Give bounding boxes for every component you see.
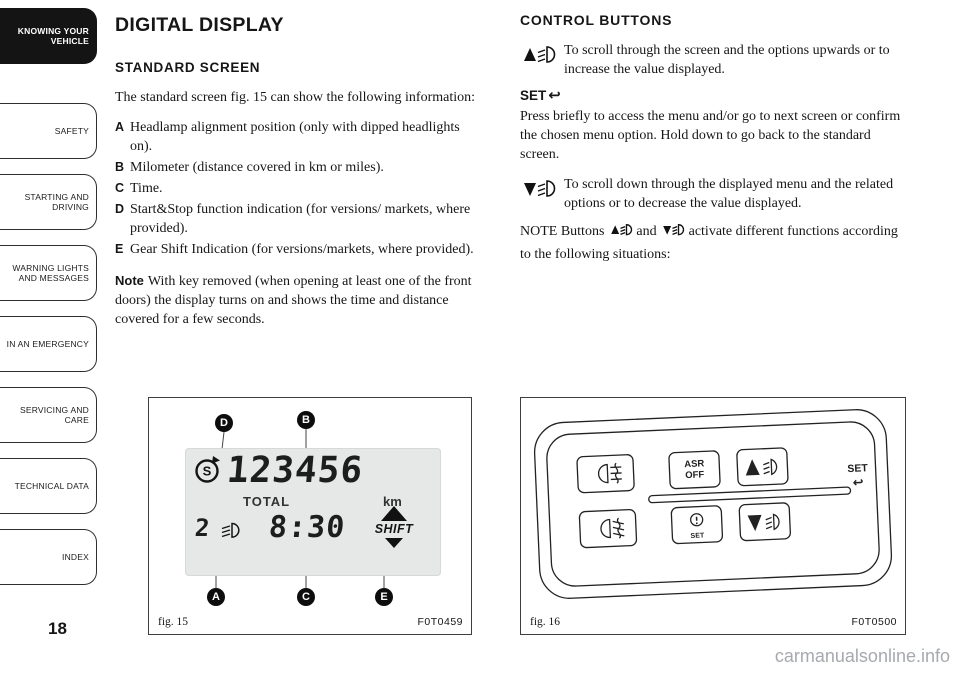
right-column: CONTROL BUTTONS To scroll through the sc…: [520, 12, 912, 264]
sidebar-item-safety: SAFETY: [0, 103, 97, 159]
scroll-up-icon: [520, 43, 556, 72]
figure-16: ASR OFF: [520, 397, 906, 635]
list-item-key: B: [115, 160, 125, 174]
list-item: A Headlamp alignment position (only with …: [115, 118, 478, 156]
site-watermark: carmanualsonline.info: [774, 646, 950, 666]
headlamp-down-button: [738, 502, 791, 542]
return-arrow-icon: ↩: [852, 475, 864, 490]
shift-label: SHIFT: [374, 522, 414, 536]
callout-b: B: [297, 411, 315, 429]
list-item-key: A: [115, 120, 125, 134]
total-label: TOTAL: [243, 494, 291, 509]
scroll-up-description: To scroll through the screen and the opt…: [520, 41, 912, 79]
set-heading: SET ↩: [520, 86, 912, 104]
scroll-down-description: To scroll down through the displayed men…: [520, 175, 912, 213]
sidebar-item-index: INDEX: [0, 529, 97, 585]
figure-15-caption: fig. 15: [158, 616, 189, 628]
list-item: C Time.: [115, 179, 478, 198]
sidebar-item-warning-lights: WARNING LIGHTS AND MESSAGES: [0, 245, 97, 301]
scroll-up-text: To scroll through the screen and the opt…: [564, 43, 890, 77]
note-line: NOTE Buttons and activate different func…: [520, 222, 912, 264]
list-item-text: Headlamp alignment position (only with d…: [130, 120, 460, 154]
list-item-key: C: [115, 181, 125, 195]
note-line-and: and: [636, 224, 657, 239]
svg-text:ASR: ASR: [684, 458, 705, 470]
shift-up-arrow-icon: [381, 506, 407, 521]
callout-e: E: [375, 588, 393, 606]
note-line-prefix: NOTE Buttons: [520, 224, 605, 239]
control-panel-outline: [533, 409, 893, 599]
dipped-beam-icon: [221, 522, 240, 538]
note-text: With key removed (when opening at least …: [115, 274, 472, 327]
figure-15-code: F0T0459: [417, 616, 463, 628]
page-number: 18: [48, 619, 67, 638]
left-column: DIGITAL DISPLAY STANDARD SCREEN The stan…: [115, 14, 478, 340]
front-fog-light-button: [578, 509, 638, 549]
list-item-key: E: [115, 242, 124, 256]
list-item-text: Gear Shift Indication (for versions/mark…: [130, 242, 474, 257]
svg-text:OFF: OFF: [685, 469, 705, 481]
note-line-suffix: activate different functions according t…: [520, 224, 898, 262]
scroll-down-text: To scroll down through the displayed men…: [564, 177, 894, 211]
sidebar-item-starting-and-driving: STARTING AND DRIVING: [0, 174, 97, 230]
figure-16-code: F0T0500: [851, 616, 897, 628]
set-rocker-slot: [648, 486, 852, 504]
gear-shift-indicator: SHIFT: [363, 506, 425, 548]
scroll-down-icon: [520, 177, 556, 206]
sidebar-item-in-an-emergency: IN AN EMERGENCY: [0, 316, 97, 372]
figure-15: S 123456 TOTAL km 2 8:30 SHIFT D B A C E…: [148, 397, 472, 635]
start-stop-icon: S: [195, 456, 220, 483]
page-title: DIGITAL DISPLAY: [115, 14, 284, 36]
callout-d: D: [215, 414, 233, 432]
scroll-up-icon: [608, 222, 633, 245]
list-item-text: Time.: [130, 181, 163, 196]
odometer-value: 123456: [225, 450, 365, 491]
list-item: B Milometer (distance covered in km or mi…: [115, 158, 478, 177]
list-item: D Start&Stop function indication (for ver…: [115, 200, 478, 238]
intro-paragraph: The standard screen fig. 15 can show the…: [115, 90, 476, 105]
figure-16-caption: fig. 16: [530, 616, 561, 628]
list-item-text: Start&Stop function indication (for vers…: [130, 202, 471, 236]
callout-c: C: [297, 588, 315, 606]
sidebar-item-technical-data: TECHNICAL DATA: [0, 458, 97, 514]
sidebar-item-servicing-and-care: SERVICING AND CARE: [0, 387, 97, 443]
unit-label: km: [383, 494, 402, 509]
headlamp-up-button: [736, 447, 789, 487]
list-item: E Gear Shift Indication (for versions/mar…: [115, 240, 478, 259]
set-side-label: SET ↩: [847, 462, 869, 491]
time-value: 8:30: [267, 510, 347, 545]
section-subtitle: STANDARD SCREEN: [115, 60, 261, 75]
list-item-key: D: [115, 202, 125, 216]
set-description: Press briefly to access the menu and/or …: [520, 109, 901, 162]
headlamp-position-value: 2: [193, 514, 211, 542]
section-tab-bar: KNOWING YOUR VEHICLE SAFETY STARTING AND…: [0, 8, 98, 600]
set-label: SET: [520, 88, 547, 103]
scroll-down-icon: [660, 222, 685, 245]
rear-fog-light-button: [576, 454, 635, 494]
callout-a: A: [207, 588, 225, 606]
asr-off-button: ASR OFF: [668, 450, 721, 490]
note-label: Note: [115, 273, 144, 288]
digital-display: S 123456 TOTAL km 2 8:30 SHIFT: [185, 448, 441, 576]
list-item-text: Milometer (distance covered in km or mil…: [130, 160, 384, 175]
control-panel-drawing: ASR OFF: [533, 409, 893, 599]
section-title-control-buttons: CONTROL BUTTONS: [520, 12, 673, 28]
svg-text:S: S: [203, 464, 212, 479]
svg-text:SET: SET: [690, 532, 705, 540]
set-return-icon: ↩: [548, 86, 561, 104]
shift-down-arrow-icon: [385, 538, 403, 548]
instrument-set-button: SET: [670, 505, 724, 545]
svg-text:SET: SET: [847, 462, 869, 475]
sidebar-item-knowing-your-vehicle: KNOWING YOUR VEHICLE: [0, 8, 97, 64]
